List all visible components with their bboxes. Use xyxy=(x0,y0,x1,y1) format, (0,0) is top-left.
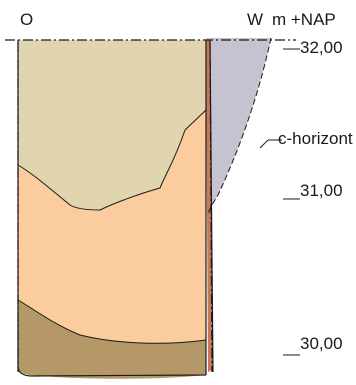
unit-label: m +NAP xyxy=(272,10,336,29)
slope-outline xyxy=(206,37,272,216)
elevation-marker-30: 30,00 xyxy=(283,334,343,356)
elevation-label: 30,00 xyxy=(300,334,343,353)
elevation-label: 32,00 xyxy=(300,38,343,57)
elevation-label: 31,00 xyxy=(300,181,343,200)
c-horizon-label: c-horizont xyxy=(278,129,353,148)
slope-fill xyxy=(206,38,271,215)
elevation-marker-31: 31,00 xyxy=(283,181,343,200)
boundary-lower xyxy=(17,299,207,344)
east-label: O xyxy=(20,10,33,29)
c-horizon-marker: c-horizont xyxy=(259,129,353,149)
elevation-marker-32: 32,00 xyxy=(283,38,343,57)
west-label: W xyxy=(247,10,263,29)
bottom-layer xyxy=(18,300,206,379)
middle-layer xyxy=(18,110,206,344)
upper-layer xyxy=(18,40,206,210)
right-reference-line xyxy=(209,41,213,373)
boundary-upper xyxy=(17,109,207,211)
